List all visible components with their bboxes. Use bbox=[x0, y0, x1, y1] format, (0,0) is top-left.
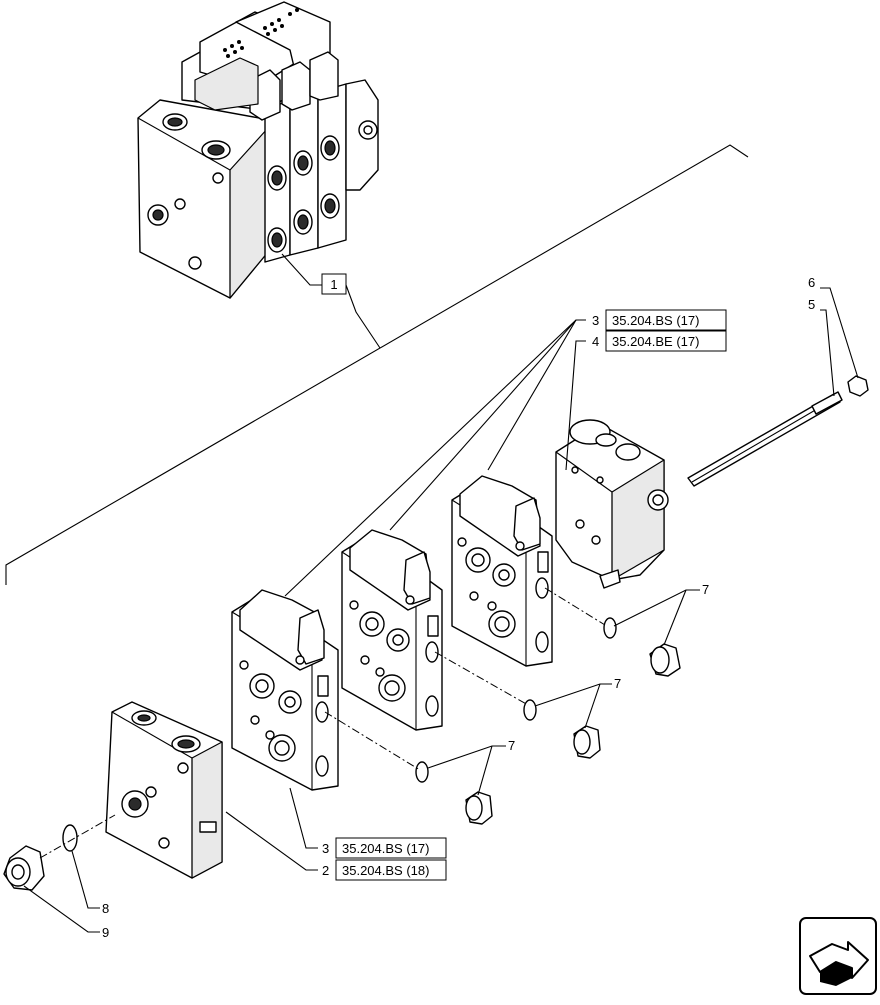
reference-box-3-top bbox=[605, 309, 727, 331]
valve-section-2-drawing bbox=[341, 529, 443, 731]
valve-section-3-drawing bbox=[451, 475, 553, 667]
callout-2[interactable]: 2 bbox=[322, 863, 329, 878]
hex-nut-drawing bbox=[847, 375, 869, 397]
reference-box-3-bottom bbox=[335, 837, 447, 859]
o-ring-seal bbox=[523, 699, 537, 721]
callout-1[interactable]: 1 bbox=[330, 277, 337, 292]
o-ring-seal bbox=[415, 761, 429, 783]
plug-drawing bbox=[3, 845, 45, 891]
callout-7-middle[interactable]: 7 bbox=[614, 676, 621, 691]
callout-5[interactable]: 5 bbox=[808, 297, 815, 312]
callout-3-bottom[interactable]: 3 bbox=[322, 841, 329, 856]
plug-drawing bbox=[465, 791, 493, 825]
leader-lines bbox=[23, 287, 859, 933]
break-line bbox=[5, 144, 749, 585]
next-page-arrow-icon[interactable] bbox=[799, 917, 877, 995]
callout-box-1 bbox=[321, 273, 347, 295]
reference-box-4 bbox=[605, 330, 727, 352]
callout-6[interactable]: 6 bbox=[808, 275, 815, 290]
outlet-block-drawing bbox=[105, 701, 223, 879]
callout-3-top[interactable]: 3 bbox=[592, 313, 599, 328]
callout-7-right[interactable]: 7 bbox=[702, 582, 709, 597]
assembled-valve-drawing bbox=[137, 1, 379, 299]
reference-3-bottom[interactable]: 35.204.BS (17) bbox=[342, 841, 429, 856]
reference-box-2 bbox=[335, 859, 447, 881]
callout-8[interactable]: 8 bbox=[102, 901, 109, 916]
callout-4[interactable]: 4 bbox=[592, 334, 599, 349]
tie-rod-drawing bbox=[687, 391, 843, 487]
plug-drawing bbox=[573, 725, 601, 759]
callout-9[interactable]: 9 bbox=[102, 925, 109, 940]
reference-3-top[interactable]: 35.204.BS (17) bbox=[612, 313, 699, 328]
o-ring-seal bbox=[62, 824, 78, 852]
o-ring-seal bbox=[603, 617, 617, 639]
reference-2[interactable]: 35.204.BS (18) bbox=[342, 863, 429, 878]
valve-section-1-drawing bbox=[231, 589, 339, 791]
plug-drawing bbox=[649, 643, 681, 677]
callout-7-left[interactable]: 7 bbox=[508, 738, 515, 753]
reference-4[interactable]: 35.204.BE (17) bbox=[612, 334, 699, 349]
inlet-section-drawing bbox=[555, 419, 669, 589]
